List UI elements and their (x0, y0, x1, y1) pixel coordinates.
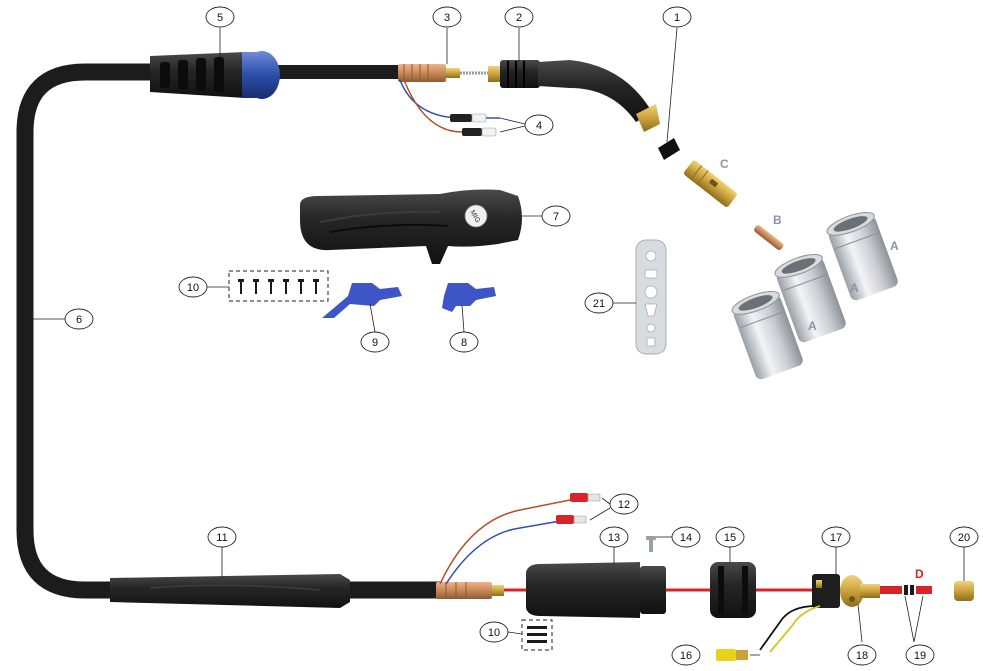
callout-bubble-10b (479, 621, 509, 643)
callout-bubble-11 (207, 526, 237, 548)
central-connector (812, 574, 880, 608)
callout-4: 4 (536, 120, 542, 132)
letter-labels: C B A A A D (720, 157, 924, 581)
callout-bubble-2 (504, 6, 534, 28)
rear-connector (436, 582, 504, 599)
callout-bubble-14 (671, 526, 701, 548)
callout-bubble-9 (360, 331, 390, 353)
callout-bubble-8 (449, 331, 479, 353)
gas-nozzle-1 (826, 211, 898, 301)
callout-11: 11 (216, 532, 227, 544)
callout-bubble-21 (584, 292, 614, 314)
callout-18: 18 (856, 650, 868, 662)
callout-bubble-7 (541, 205, 571, 227)
connector-leads (716, 605, 821, 661)
trigger-clip-right (442, 283, 496, 312)
callout-2: 2 (516, 12, 522, 24)
torch-neck (488, 60, 660, 132)
callout-bubble-3 (432, 6, 462, 28)
callout-bubble-15 (715, 526, 745, 548)
torch-handle: MIG (300, 189, 522, 264)
callout-5: 5 (217, 12, 223, 24)
callout-bubble-5 (205, 6, 235, 28)
callout-bubble-6 (64, 308, 94, 330)
screw-set-frame (228, 270, 329, 302)
contact-tip (754, 225, 784, 251)
callout-bubble-13 (599, 526, 629, 548)
rear-switch-wires (439, 493, 601, 585)
letter-a3: A (808, 319, 817, 333)
switch-wires (399, 79, 500, 137)
callout-1: 1 (674, 12, 680, 24)
letter-a1: A (890, 239, 899, 253)
callout-13: 13 (608, 532, 620, 544)
callout-9: 9 (372, 337, 378, 349)
callout-6: 6 (76, 314, 82, 326)
callout-bubble-18 (847, 644, 877, 666)
callout-bubble-20 (949, 526, 979, 548)
callout-21: 21 (593, 298, 605, 310)
callout-labels: 1 2 3 5 4 7 10 6 21 9 8 12 11 13 14 15 1… (76, 12, 970, 662)
trigger-clip-left (322, 283, 402, 318)
cable-assembly (16, 63, 449, 599)
callout-14: 14 (680, 532, 692, 544)
callout-10-top: 10 (187, 282, 199, 294)
liner-ends (880, 585, 932, 595)
letter-d: D (915, 567, 924, 581)
callout-7: 7 (553, 211, 559, 223)
letter-a2: A (850, 281, 859, 295)
callout-bubble-1 (662, 6, 692, 28)
cable-cover (110, 574, 350, 608)
gas-nozzle-2 (774, 253, 846, 343)
callout-bubble-4 (524, 114, 554, 136)
insulator (658, 138, 680, 160)
brass-nut (954, 581, 974, 601)
callout-12: 12 (618, 499, 630, 511)
cable-connector (398, 64, 488, 82)
leader-lines (26, 27, 965, 656)
callout-bubble-12 (609, 493, 639, 515)
gas-diffuser (684, 160, 737, 207)
small-screw (646, 536, 656, 552)
callout-bubble-19 (905, 644, 935, 666)
rear-handle (526, 562, 666, 618)
callout-bubble-16 (671, 644, 701, 666)
callout-bubble-17 (821, 526, 851, 548)
strain-relief (150, 51, 280, 99)
letter-c: C (720, 157, 729, 171)
gas-nozzle-3 (731, 290, 803, 380)
nozzle-wrench (635, 239, 667, 355)
callout-10-bottom: 10 (488, 627, 500, 639)
screw-pair (527, 626, 547, 643)
callout-19: 19 (914, 650, 926, 662)
central-nut (710, 562, 756, 618)
callout-17: 17 (830, 532, 842, 544)
callout-20: 20 (958, 532, 970, 544)
callout-16: 16 (680, 650, 692, 662)
callout-8: 8 (461, 337, 467, 349)
screw-pair-frame (521, 619, 553, 651)
callout-bubble-10a (178, 276, 208, 298)
screw-set (238, 279, 319, 294)
callout-bubbles (64, 6, 979, 666)
callout-3: 3 (444, 12, 450, 24)
letter-b: B (773, 213, 782, 227)
callout-15: 15 (724, 532, 736, 544)
